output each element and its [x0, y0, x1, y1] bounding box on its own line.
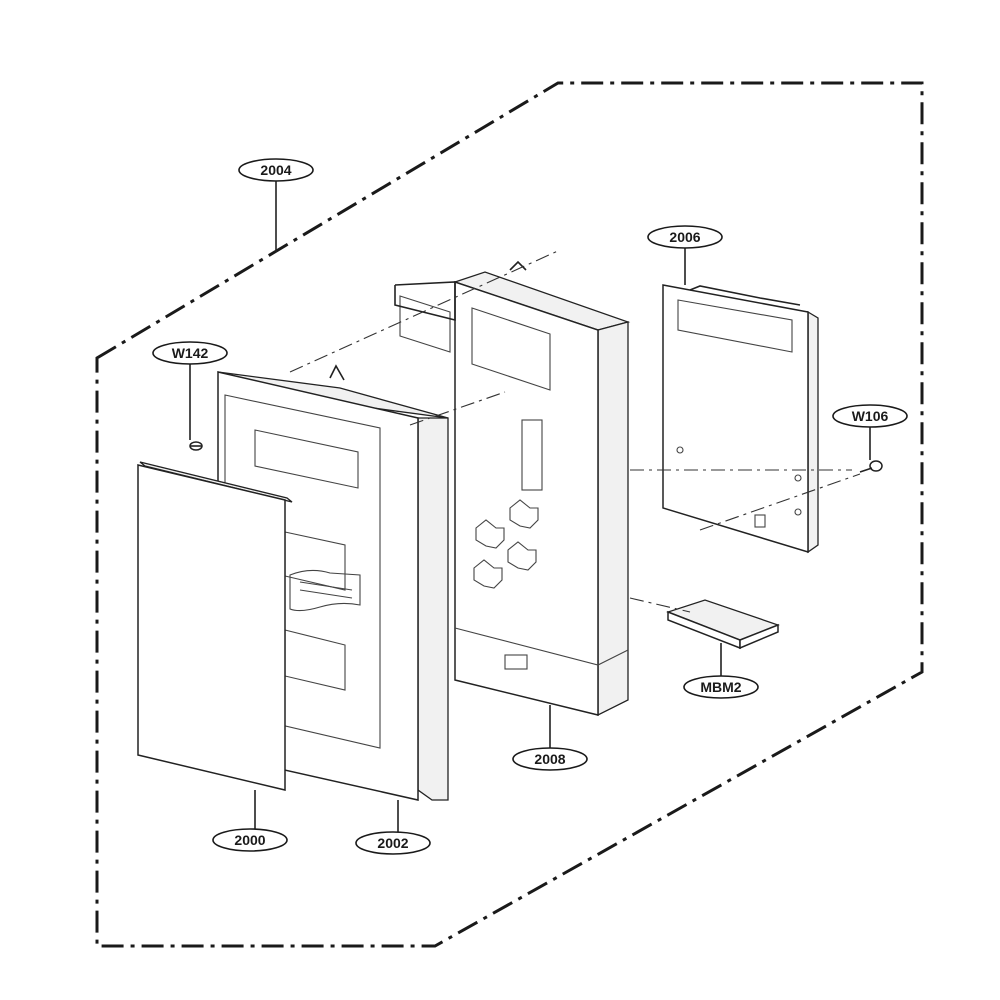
keypad-cutouts	[473, 499, 539, 589]
callout-MBM2: MBM2	[683, 675, 759, 699]
leader-lines	[189, 181, 871, 832]
callout-2000: 2000	[212, 828, 288, 852]
callout-2008: 2008	[512, 747, 588, 771]
assembly-boundary	[95, 81, 924, 948]
callout-2002: 2002	[355, 831, 431, 855]
callout-2006: 2006	[647, 225, 723, 249]
alignment-lines	[289, 249, 861, 613]
callout-2004: 2004	[238, 158, 314, 182]
callout-W106: W106	[832, 404, 908, 428]
part-MBM2-module	[666, 599, 780, 650]
part-2006-pcb	[662, 284, 819, 554]
svg-text:2004: 2004	[260, 162, 291, 178]
svg-text:2008: 2008	[534, 751, 565, 767]
part-2008-frame	[394, 260, 631, 717]
screw-W106	[859, 460, 883, 473]
svg-text:W142: W142	[172, 345, 209, 361]
part-2000-cover	[137, 461, 361, 791]
screw-W142	[189, 441, 203, 451]
svg-text:2006: 2006	[669, 229, 700, 245]
callout-W142: W142	[152, 341, 228, 365]
svg-text:W106: W106	[852, 408, 889, 424]
svg-text:2002: 2002	[377, 835, 408, 851]
svg-text:2000: 2000	[234, 832, 265, 848]
svg-text:MBM2: MBM2	[700, 679, 741, 695]
